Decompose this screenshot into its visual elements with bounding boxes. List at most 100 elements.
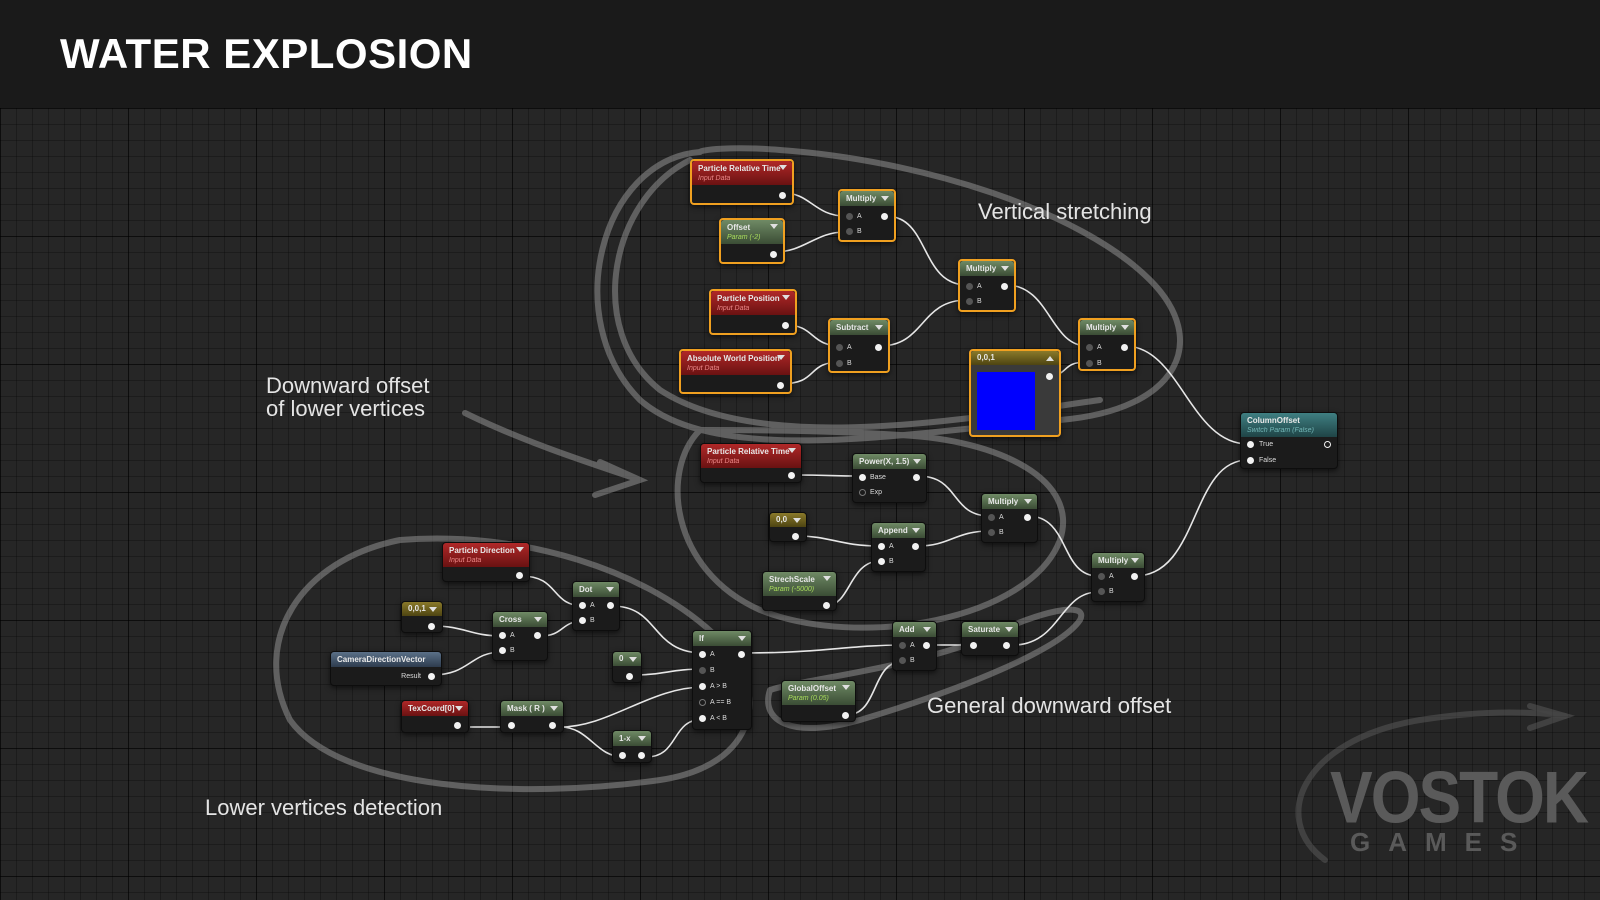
chevron-down-icon[interactable] bbox=[823, 576, 831, 581]
node-dot[interactable]: Dot A B bbox=[572, 581, 620, 631]
input-pin-base[interactable] bbox=[859, 474, 866, 481]
input-pin-b[interactable] bbox=[966, 298, 973, 305]
output-pin[interactable] bbox=[549, 722, 556, 729]
input-pin-a-greater-b[interactable] bbox=[699, 683, 706, 690]
node-add[interactable]: Add A B bbox=[892, 621, 937, 671]
chevron-down-icon[interactable] bbox=[923, 627, 931, 632]
node-cross[interactable]: Cross A B bbox=[492, 611, 548, 661]
output-pin[interactable] bbox=[823, 602, 830, 609]
chevron-down-icon[interactable] bbox=[516, 547, 524, 552]
input-pin-b[interactable] bbox=[1086, 360, 1093, 367]
input-pin-a[interactable] bbox=[836, 344, 843, 351]
input-pin-a[interactable] bbox=[699, 651, 706, 658]
input-pin-a-equals-b[interactable] bbox=[699, 699, 706, 706]
node-constant-0-0[interactable]: 0,0 bbox=[769, 512, 807, 542]
node-constant-zero[interactable]: 0 bbox=[612, 651, 642, 683]
node-multiply-1[interactable]: Multiply A B bbox=[838, 189, 896, 242]
node-append[interactable]: Append A B bbox=[871, 522, 926, 572]
input-pin-b[interactable] bbox=[579, 617, 586, 624]
chevron-down-icon[interactable] bbox=[777, 355, 785, 360]
output-pin[interactable] bbox=[1024, 514, 1031, 521]
node-multiply-2[interactable]: Multiply A B bbox=[958, 259, 1016, 312]
node-one-minus-x[interactable]: 1-x bbox=[612, 730, 652, 763]
output-pin[interactable] bbox=[428, 673, 435, 680]
node-multiply-3[interactable]: Multiply A B bbox=[1078, 318, 1136, 371]
output-pin[interactable] bbox=[638, 752, 645, 759]
output-pin[interactable] bbox=[842, 712, 849, 719]
input-pin-b[interactable] bbox=[988, 529, 995, 536]
input-pin-b[interactable] bbox=[899, 657, 906, 664]
input-pin-a[interactable] bbox=[1086, 344, 1093, 351]
input-pin-a-less-b[interactable] bbox=[699, 715, 706, 722]
input-pin-a[interactable] bbox=[499, 632, 506, 639]
input-pin-a[interactable] bbox=[846, 213, 853, 220]
input-pin-true[interactable] bbox=[1247, 441, 1254, 448]
chevron-down-icon[interactable] bbox=[793, 518, 801, 523]
output-pin[interactable] bbox=[782, 322, 789, 329]
graph-canvas[interactable] bbox=[0, 108, 1600, 900]
input-pin-false[interactable] bbox=[1247, 457, 1254, 464]
chevron-down-icon[interactable] bbox=[779, 165, 787, 170]
node-mask-r[interactable]: Mask ( R ) bbox=[500, 700, 564, 733]
chevron-down-icon[interactable] bbox=[429, 607, 437, 612]
output-pin[interactable] bbox=[777, 382, 784, 389]
chevron-down-icon[interactable] bbox=[550, 706, 558, 711]
chevron-down-icon[interactable] bbox=[534, 617, 542, 622]
input-pin-a[interactable] bbox=[966, 283, 973, 290]
input-pin-a[interactable] bbox=[878, 543, 885, 550]
node-texcoord[interactable]: TexCoord[0] bbox=[401, 700, 469, 733]
output-pin[interactable] bbox=[881, 213, 888, 220]
node-multiply-5[interactable]: Multiply A B bbox=[1091, 552, 1145, 602]
chevron-down-icon[interactable] bbox=[1001, 266, 1009, 271]
input-pin-a[interactable] bbox=[988, 514, 995, 521]
chevron-down-icon[interactable] bbox=[638, 736, 646, 741]
chevron-down-icon[interactable] bbox=[606, 587, 614, 592]
node-power[interactable]: Power(X, 1.5) Base Exp bbox=[852, 453, 927, 503]
chevron-down-icon[interactable] bbox=[788, 448, 796, 453]
chevron-down-icon[interactable] bbox=[842, 685, 850, 690]
input-pin-b[interactable] bbox=[878, 558, 885, 565]
output-pin[interactable] bbox=[454, 722, 461, 729]
chevron-down-icon[interactable] bbox=[913, 459, 921, 464]
output-pin[interactable] bbox=[788, 472, 795, 479]
output-pin[interactable] bbox=[428, 623, 435, 630]
input-pin-exp[interactable] bbox=[859, 489, 866, 496]
output-pin[interactable] bbox=[792, 533, 799, 540]
chevron-down-icon[interactable] bbox=[875, 325, 883, 330]
input-pin[interactable] bbox=[508, 722, 515, 729]
chevron-down-icon[interactable] bbox=[770, 224, 778, 229]
output-pin[interactable] bbox=[1001, 283, 1008, 290]
output-pin[interactable] bbox=[607, 602, 614, 609]
node-camera-direction-vector[interactable]: CameraDirectionVector Result bbox=[330, 651, 442, 686]
input-pin-b[interactable] bbox=[499, 647, 506, 654]
chevron-up-icon[interactable] bbox=[1046, 356, 1054, 361]
output-pin[interactable] bbox=[875, 344, 882, 351]
output-pin[interactable] bbox=[779, 192, 786, 199]
input-pin-a[interactable] bbox=[1098, 573, 1105, 580]
node-constant-0-0-1[interactable]: 0,0,1 bbox=[401, 601, 443, 633]
input-pin-a[interactable] bbox=[899, 642, 906, 649]
input-pin-b[interactable] bbox=[836, 360, 843, 367]
output-pin[interactable] bbox=[516, 572, 523, 579]
output-pin[interactable] bbox=[1324, 441, 1331, 448]
output-pin[interactable] bbox=[923, 642, 930, 649]
chevron-down-icon[interactable] bbox=[455, 706, 463, 711]
output-pin[interactable] bbox=[912, 543, 919, 550]
node-constant-0-0-1-preview[interactable]: 0,0,1 bbox=[969, 349, 1061, 437]
output-pin[interactable] bbox=[626, 673, 633, 680]
chevron-down-icon[interactable] bbox=[881, 196, 889, 201]
input-pin[interactable] bbox=[970, 642, 977, 649]
input-pin[interactable] bbox=[619, 752, 626, 759]
node-subtract[interactable]: Subtract A B bbox=[828, 318, 890, 373]
output-pin[interactable] bbox=[913, 474, 920, 481]
output-pin[interactable] bbox=[738, 651, 745, 658]
chevron-down-icon[interactable] bbox=[1005, 627, 1013, 632]
chevron-down-icon[interactable] bbox=[912, 528, 920, 533]
input-pin-a[interactable] bbox=[579, 602, 586, 609]
output-pin[interactable] bbox=[770, 251, 777, 258]
output-pin[interactable] bbox=[534, 632, 541, 639]
